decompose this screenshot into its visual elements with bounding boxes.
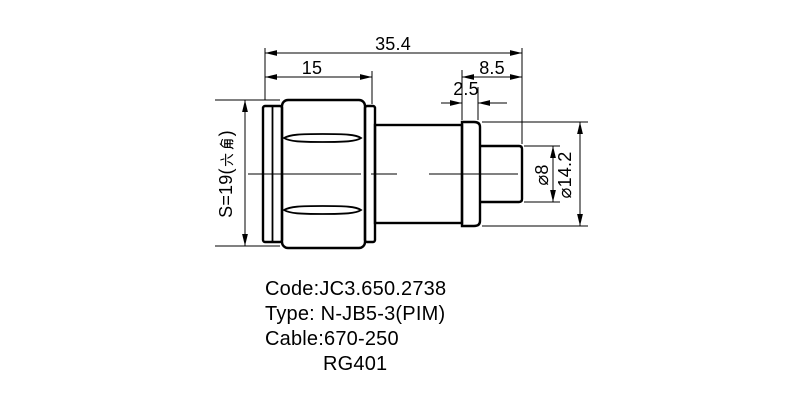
hex-size-prefix: S=19( [216, 168, 236, 218]
part-info-block: Code:JC3.650.2738 Type: N-JB5-3(PIM) Cab… [265, 277, 446, 377]
dim-overall-label: 35.4 [375, 34, 411, 54]
hex-size-suffix: ) [216, 130, 236, 137]
hex-flat-edge-top [282, 133, 363, 143]
connector-body-outline [261, 98, 524, 250]
part-code-line: Code:JC3.650.2738 [265, 278, 447, 300]
part-type-line: Type: N-JB5-3(PIM) [265, 303, 446, 325]
extension-lines [215, 48, 588, 247]
part-cable-line: Cable:670-250 [265, 328, 399, 350]
dimension-lines [242, 50, 583, 246]
dim-rear-label: 8.5 [479, 58, 505, 78]
dim-hex-size-label: S=19( [216, 130, 236, 218]
part-cable2-line: RG401 [323, 353, 388, 375]
cable-entry-cylinder [480, 144, 524, 204]
hex-flat-edge-bottom [282, 205, 363, 215]
dim-cable-dia-label: ⌀8 [532, 164, 552, 186]
kanji-jiao-icon [219, 139, 234, 150]
hex-size-cjk [219, 137, 234, 167]
dim-flange-dia-label: ⌀14.2 [555, 151, 575, 199]
dim-coupling-label: 15 [301, 58, 323, 78]
rear-flange [460, 120, 482, 228]
kanji-liu-icon [219, 154, 233, 167]
dim-flange-width-label: 2.5 [453, 79, 479, 99]
